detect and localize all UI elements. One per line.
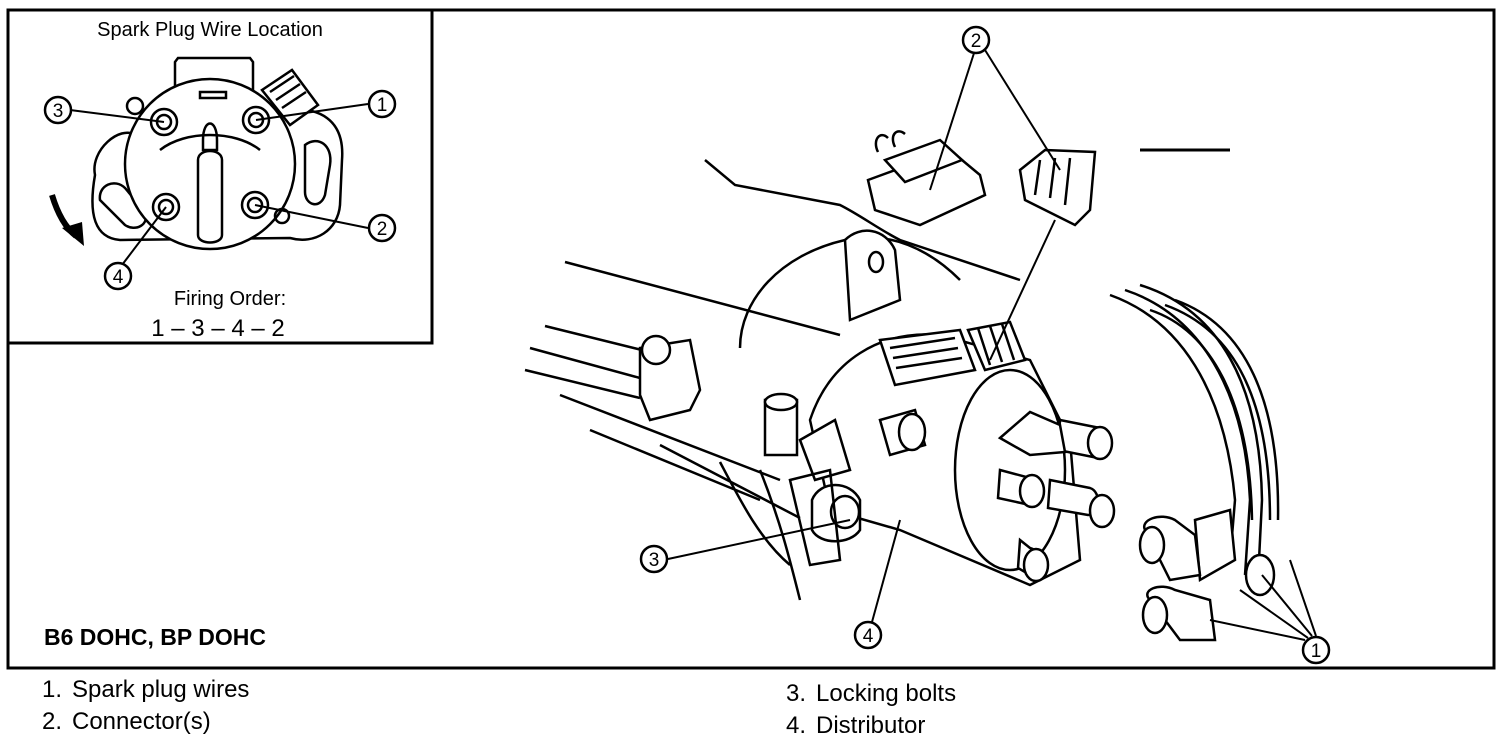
engine-label: B6 DOHC, BP DOHC xyxy=(44,624,266,650)
main-callout-4: 4 xyxy=(863,626,874,647)
main-callout-2: 2 xyxy=(971,31,982,52)
legend-item-2: 2. Connector(s) xyxy=(26,706,249,738)
inset-callout-1: 1 xyxy=(377,95,388,116)
legend-num: 2. xyxy=(41,708,62,735)
legend-text: Connector(s) xyxy=(72,708,211,735)
main-leaders xyxy=(667,49,1317,641)
legend-right: 3. Locking bolts 4. Distributor xyxy=(770,678,956,742)
inset-callouts xyxy=(43,89,397,291)
inset-leaders xyxy=(69,103,369,266)
engine-head-drawing xyxy=(524,159,1021,601)
inset-callout-2: 2 xyxy=(377,219,388,240)
main-callout-1: 1 xyxy=(1311,641,1322,662)
legend-left: 1. Spark plug wires 2. Connector(s) xyxy=(26,674,249,738)
legend-text: Distributor xyxy=(816,712,926,739)
rotation-arrow-icon xyxy=(62,222,84,246)
legend-num: 3. xyxy=(785,680,806,707)
legend-num: 4. xyxy=(785,712,806,739)
firing-order-value: 1 – 3 – 4 – 2 xyxy=(151,315,284,342)
legend-text: Locking bolts xyxy=(816,680,957,707)
main-callouts xyxy=(639,25,1331,665)
distributor-drawing xyxy=(788,320,1116,587)
connector-drawing xyxy=(866,130,1097,227)
main-callout-3: 3 xyxy=(649,550,660,571)
legend-item-1: 1. Spark plug wires xyxy=(26,674,249,706)
legend-text: Spark plug wires xyxy=(72,676,250,703)
firing-order-label: Firing Order: xyxy=(174,288,286,310)
spark-plug-wires-drawing xyxy=(1109,283,1280,642)
inset-callout-3: 3 xyxy=(53,101,64,122)
inset-title: Spark Plug Wire Location xyxy=(97,19,323,41)
inset-callout-4: 4 xyxy=(113,267,124,288)
legend-num: 1. xyxy=(41,676,62,703)
inset-cap-drawing xyxy=(49,56,344,251)
legend-item-4: 4. Distributor xyxy=(770,710,956,742)
legend-item-3: 3. Locking bolts xyxy=(770,678,956,710)
